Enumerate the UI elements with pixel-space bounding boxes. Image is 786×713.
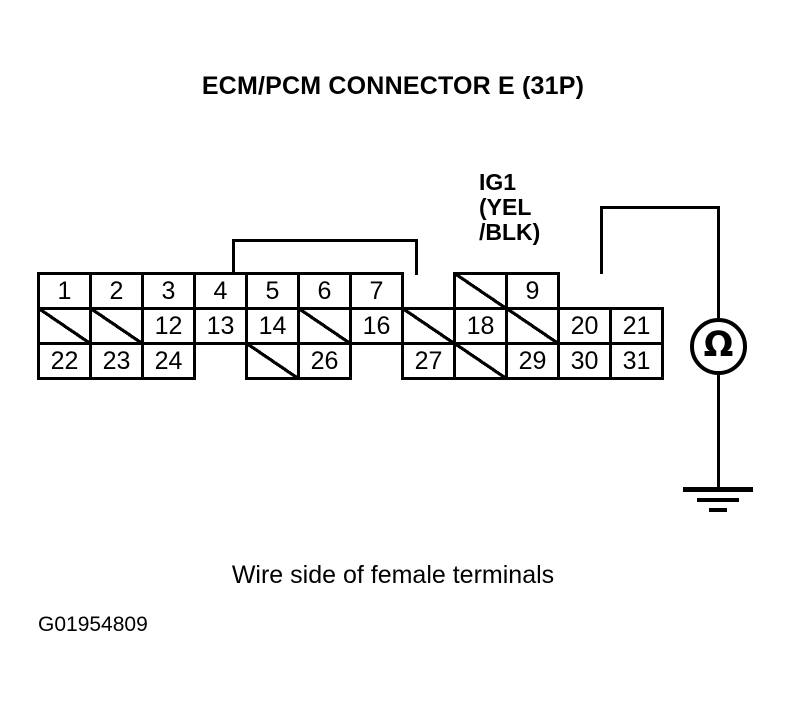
pin-number-label: 5 (265, 276, 280, 305)
connector-pin-1[interactable]: 1 (37, 272, 92, 310)
connector-pin-5[interactable]: 5 (245, 272, 300, 310)
connector-pin-14[interactable]: 14 (245, 307, 300, 345)
connector-cavity-unused (401, 307, 456, 345)
pin-number-label: 2 (109, 276, 124, 305)
connector-pin-27[interactable]: 27 (401, 342, 456, 380)
wire-label-line-2: (YEL (479, 194, 532, 220)
connector-pin-30[interactable]: 30 (557, 342, 612, 380)
wire-label-ig1: IG1 (YEL /BLK) (479, 170, 540, 245)
connector-pin-6[interactable]: 6 (297, 272, 352, 310)
ohmmeter: Ω (690, 318, 747, 375)
pin-number-label: 20 (570, 311, 599, 340)
connector-row: 12 13 14 16 18 20 21 (37, 307, 664, 345)
pin-number-label: 16 (362, 311, 391, 340)
figure-caption: Wire side of female terminals (231, 561, 555, 589)
connector-pin-4[interactable]: 4 (193, 272, 248, 310)
pin-number-label: 27 (414, 346, 443, 375)
connector-cavity-unused (505, 307, 560, 345)
ground-icon (683, 487, 753, 513)
connector-pin-2[interactable]: 2 (89, 272, 144, 310)
pin-number-label: 21 (622, 311, 651, 340)
connector-cavity-unused (297, 307, 352, 345)
pin-number-label: 30 (570, 346, 599, 375)
page-title: ECM/PCM CONNECTOR E (31P) (201, 72, 585, 100)
pin-number-label: 23 (102, 346, 131, 375)
wire-label-line-1: IG1 (479, 169, 517, 195)
pin-number-label: 9 (525, 276, 540, 305)
pin-number-label: 29 (518, 346, 547, 375)
pin-number-label: 13 (206, 311, 235, 340)
connector-pin-22[interactable]: 22 (37, 342, 92, 380)
connector-pin-18[interactable]: 18 (453, 307, 508, 345)
connector-pin-9[interactable]: 9 (505, 272, 560, 310)
pin-number-label: 31 (622, 346, 651, 375)
connector-cavity-unused (89, 307, 144, 345)
test-lead-vertical-right (717, 206, 720, 322)
connector-cavity-unused (37, 307, 92, 345)
connector-pin-13[interactable]: 13 (193, 307, 248, 345)
pin-number-label: 1 (57, 276, 72, 305)
connector-cavity-unused (453, 342, 508, 380)
pin-number-label: 12 (154, 311, 183, 340)
pin-number-label: 4 (213, 276, 228, 305)
pin-number-label: 3 (161, 276, 176, 305)
connector-pin-23[interactable]: 23 (89, 342, 144, 380)
connector-pin-29[interactable]: 29 (505, 342, 560, 380)
pin-number-label: 22 (50, 346, 79, 375)
connector-pin-3[interactable]: 3 (141, 272, 196, 310)
connector-pin-21[interactable]: 21 (609, 307, 664, 345)
connector-pin-16[interactable]: 16 (349, 307, 404, 345)
pin-number-label: 14 (258, 311, 287, 340)
connector-pin-24[interactable]: 24 (141, 342, 196, 380)
pin-number-label: 18 (466, 311, 495, 340)
wire-label-line-3: /BLK) (479, 219, 541, 245)
connector-cavity-unused (453, 272, 508, 310)
connector-pin-12[interactable]: 12 (141, 307, 196, 345)
connector-spacer (401, 272, 456, 310)
connector-pin-31[interactable]: 31 (609, 342, 664, 380)
pin-number-label: 6 (317, 276, 332, 305)
pin-number-label: 24 (154, 346, 183, 375)
test-lead-vertical-left (600, 206, 603, 274)
ohm-icon: Ω (703, 325, 734, 365)
connector-row: 22 23 24 26 27 29 30 31 (37, 342, 664, 380)
connector-pin-20[interactable]: 20 (557, 307, 612, 345)
pin-number-label: 26 (310, 346, 339, 375)
connector-cavity-unused (245, 342, 300, 380)
figure-id: G01954809 (38, 613, 148, 636)
connector-pin-7[interactable]: 7 (349, 272, 404, 310)
test-lead-horizontal-top (600, 206, 720, 209)
pin-number-label: 7 (369, 276, 384, 305)
connector-row: 1 2 3 4 5 6 7 9 (37, 272, 664, 310)
connector-spacer (193, 342, 248, 380)
connector-locking-tab (232, 239, 418, 275)
connector-spacer (349, 342, 404, 380)
ground-lead (717, 373, 720, 489)
connector-pin-26[interactable]: 26 (297, 342, 352, 380)
